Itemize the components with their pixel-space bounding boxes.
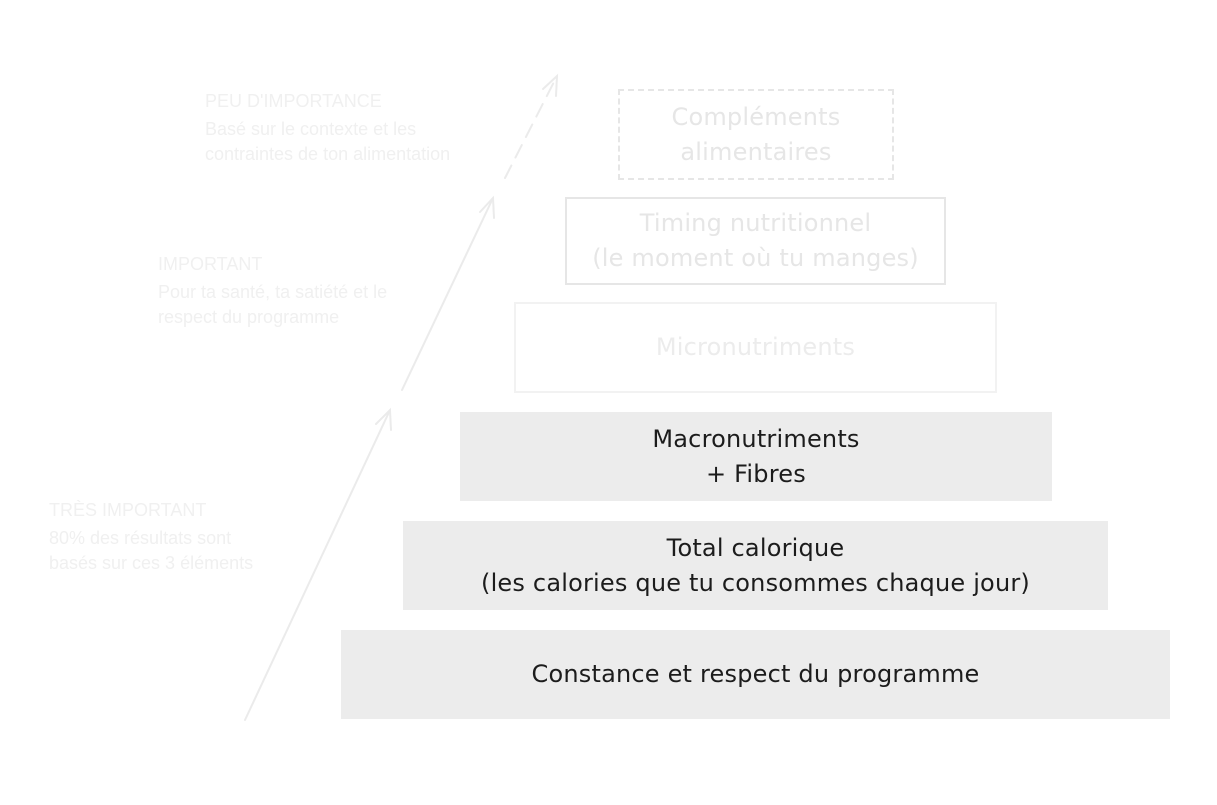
level-peu-importance: PEU D'IMPORTANCE Basé sur le contexte et…	[205, 89, 505, 167]
level-description: Basé sur le contexte et les contraintes …	[205, 119, 451, 164]
level-description: 80% des résultats sont basés sur ces 3 é…	[49, 528, 254, 573]
pyramid-level-timing: Timing nutritionnel (le moment où tu man…	[565, 197, 946, 285]
arrow-shaft-tres-important	[244, 409, 391, 721]
arrow-shaft-important	[401, 197, 494, 391]
arrow-shaft-peu-importance	[504, 75, 558, 179]
arrow-head-peu-importance	[542, 73, 559, 97]
pyramid-level-total-calorique: Total calorique (les calories que tu con…	[403, 521, 1108, 610]
arrow-head-tres-important	[375, 407, 392, 431]
pyramid-level-micronutriments: Micronutriments	[514, 302, 997, 393]
arrow-head-important	[479, 195, 495, 219]
level-tres-important: TRÈS IMPORTANT 80% des résultats sont ba…	[49, 498, 299, 576]
pyramid-level-complements: Compléments alimentaires	[618, 89, 894, 180]
level-description: Pour ta santé, ta satiété et le respect …	[158, 282, 388, 327]
level-title: TRÈS IMPORTANT	[49, 500, 207, 520]
level-title: IMPORTANT	[158, 254, 263, 274]
pyramid-level-constance: Constance et respect du programme	[341, 630, 1170, 719]
pyramid-level-macronutriments: Macronutriments + Fibres	[460, 412, 1052, 501]
level-important: IMPORTANT Pour ta santé, ta satiété et l…	[158, 252, 418, 330]
level-title: PEU D'IMPORTANCE	[205, 91, 382, 111]
